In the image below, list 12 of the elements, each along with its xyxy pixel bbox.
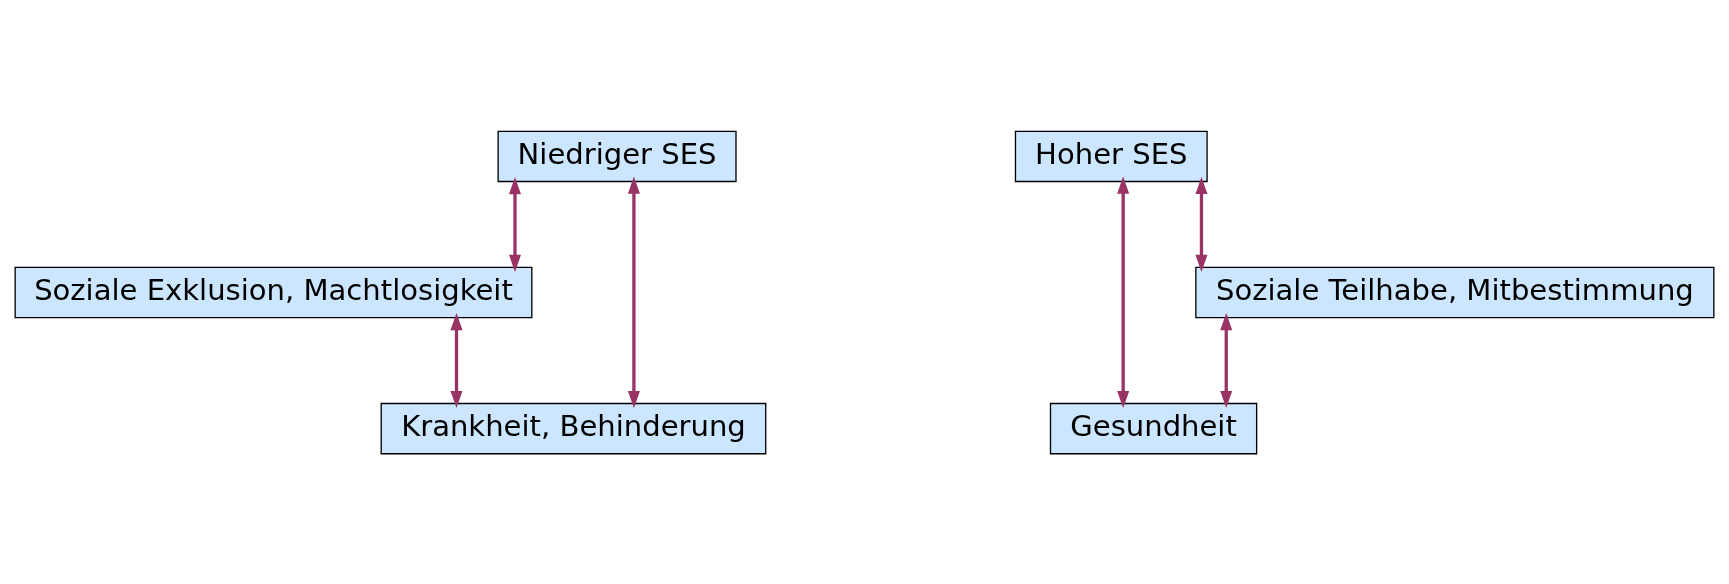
node-box: Hoher SES <box>1014 130 1208 182</box>
arrow <box>450 312 463 408</box>
arrow <box>1117 176 1130 408</box>
node-box: Krankheit, Behinderung <box>380 402 767 454</box>
arrow <box>1220 312 1233 408</box>
arrow <box>1195 176 1208 272</box>
node-box: Gesundheit <box>1049 402 1258 454</box>
arrow <box>627 176 640 408</box>
node-box: Niedriger SES <box>497 130 737 182</box>
node-box: Soziale Exklusion, Machtlosigkeit <box>14 266 533 318</box>
node-box: Soziale Teilhabe, Mitbestimmung <box>1195 266 1715 318</box>
arrow <box>508 176 521 272</box>
